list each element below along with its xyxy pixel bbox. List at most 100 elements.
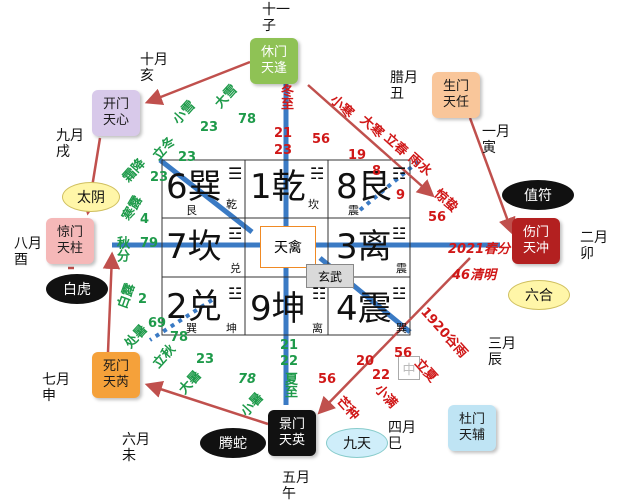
gate-si: 死门 天芮 (92, 352, 140, 398)
gate-label: 惊门 (56, 225, 83, 240)
month-zi: 十一子 (262, 2, 290, 34)
term-xiaoshu-n: 78 (238, 372, 257, 387)
term-chunfen: 2021春分 (448, 242, 511, 257)
trigram-icon: ☶ (392, 164, 407, 183)
month-si: 四月巳 (388, 420, 416, 452)
star-label: 天柱 (56, 241, 83, 256)
zhong-box: 中 (398, 356, 420, 380)
trigram-icon: ☳ (392, 224, 407, 243)
term-bailu-n: 2 (138, 292, 148, 307)
term-lidong-n: 23 (178, 150, 197, 165)
gate-label: 生门 (442, 79, 469, 94)
gate-kai: 开门 天心 (92, 90, 140, 136)
term-liqiu-n: 78 (170, 330, 189, 345)
month-shen: 七月申 (42, 372, 70, 404)
taiyin-oval: 太阴 (62, 182, 120, 212)
star-label: 天任 (442, 95, 469, 110)
month-xu: 九月戌 (56, 128, 84, 160)
month-hai: 十月亥 (140, 52, 168, 84)
cell-2-right: 坤 (226, 322, 237, 335)
gate-label: 开门 (102, 97, 129, 112)
cell-4-right: 巽 (396, 322, 407, 335)
trigram-icon: ☰ (228, 164, 243, 183)
term-dashu-n: 23 (196, 352, 215, 367)
gate-label: 杜门 (458, 412, 485, 427)
cell-9-right: 离 (312, 322, 323, 335)
term-lichun-n: 8 (372, 164, 382, 179)
term-chushu-n: 69 (148, 316, 167, 331)
term-daxue-n: 78 (238, 112, 257, 127)
cell-4-zhen: 4震 (336, 289, 392, 329)
term-dongzhi: 冬至 (278, 84, 293, 110)
cell-1-right: 坎 (308, 198, 319, 211)
star-label: 天辅 (458, 428, 485, 443)
term-shuangjiang-n1: 23 (150, 170, 169, 185)
month-mao: 二月卯 (580, 230, 608, 262)
term-dahan-n: 19 (348, 148, 367, 163)
term-qiufen-n: 79 (140, 236, 159, 251)
cell-7-right: 兑 (230, 262, 241, 275)
star-label: 天冲 (522, 241, 549, 256)
cell-6-left: 艮 (186, 204, 197, 217)
term-xiaoman-n2: 22 (372, 368, 391, 383)
gate-jing-south: 景门 天英 (268, 410, 316, 456)
liuhe-oval: 六合 (508, 280, 570, 310)
month-wei: 六月未 (122, 432, 150, 464)
trigram-icon: ☳ (392, 284, 407, 303)
baihu-oval: 白虎 (46, 274, 108, 304)
gate-shang: 伤门 天冲 (512, 218, 560, 264)
trigram-icon: ☵ (310, 164, 325, 183)
month-you: 八月酉 (14, 236, 42, 268)
gate-label: 死门 (102, 359, 129, 374)
term-dongzhi-n2: 23 (274, 143, 293, 158)
term-hanlu-n: 4 (140, 212, 150, 227)
month-chen: 三月辰 (488, 336, 516, 368)
gate-jing-west: 惊门 天柱 (46, 218, 94, 264)
cell-1-qian: 1乾 (250, 167, 306, 207)
term-xiazhi-n1: 21 (280, 338, 299, 353)
term-qiufen: 秋分 (114, 236, 129, 262)
term-xiaoman-n1: 20 (356, 354, 375, 369)
term-xiazhi: 夏至 (282, 372, 297, 398)
star-label: 天英 (278, 433, 305, 448)
cell-9-kun: 9坤 (250, 289, 306, 329)
gate-label: 休门 (260, 45, 287, 60)
trigram-icon: ☲ (228, 224, 243, 243)
gate-xiu: 休门 天逢 (250, 38, 298, 84)
term-jingzhe-n: 56 (428, 210, 447, 225)
cell-3-right: 震 (396, 262, 407, 275)
month-wu: 五月午 (282, 470, 310, 502)
star-label: 天逢 (260, 61, 287, 76)
month-yin: 一月寅 (482, 124, 510, 156)
gate-label: 景门 (278, 417, 305, 432)
center-tianqin: 天禽 (260, 226, 316, 268)
term-lixia-n: 56 (394, 346, 413, 361)
month-chou: 腊月丑 (390, 70, 418, 102)
gate-sheng: 生门 天任 (432, 72, 480, 118)
term-yushui-n: 9 (396, 188, 406, 203)
cell-2-left: 巽 (186, 322, 197, 335)
lo-shu-grid (161, 159, 411, 336)
cell-3-li: 3离 (336, 227, 392, 267)
star-label: 天芮 (102, 375, 129, 390)
cell-8-right: 震 (348, 204, 359, 217)
cell-7-kan: 7坎 (166, 227, 222, 267)
term-xiaohan-n: 56 (312, 132, 331, 147)
star-label: 天心 (102, 113, 129, 128)
term-mangzhong-n: 56 (318, 372, 337, 387)
tengshe-oval: 腾蛇 (200, 428, 266, 458)
trigram-icon: ☳ (228, 284, 243, 303)
cell-2-dui: 2兑 (166, 287, 222, 327)
trigram-icon: ☷ (312, 284, 327, 303)
term-qingming: 46清明 (452, 268, 497, 283)
term-xiazhi-n2: 22 (280, 354, 299, 369)
jiutian-oval: 九天 (326, 428, 388, 458)
gate-du: 杜门 天辅 (448, 405, 496, 451)
cell-8-gen: 8艮 (336, 167, 392, 207)
term-xiaoxue-n: 23 (200, 120, 219, 135)
cell-6-xun: 6巽 (166, 167, 222, 207)
cell-6-right: 乾 (226, 198, 237, 211)
gate-label: 伤门 (522, 225, 549, 240)
term-dongzhi-n1: 21 (274, 126, 293, 141)
zhifu-oval: 值符 (502, 180, 574, 210)
